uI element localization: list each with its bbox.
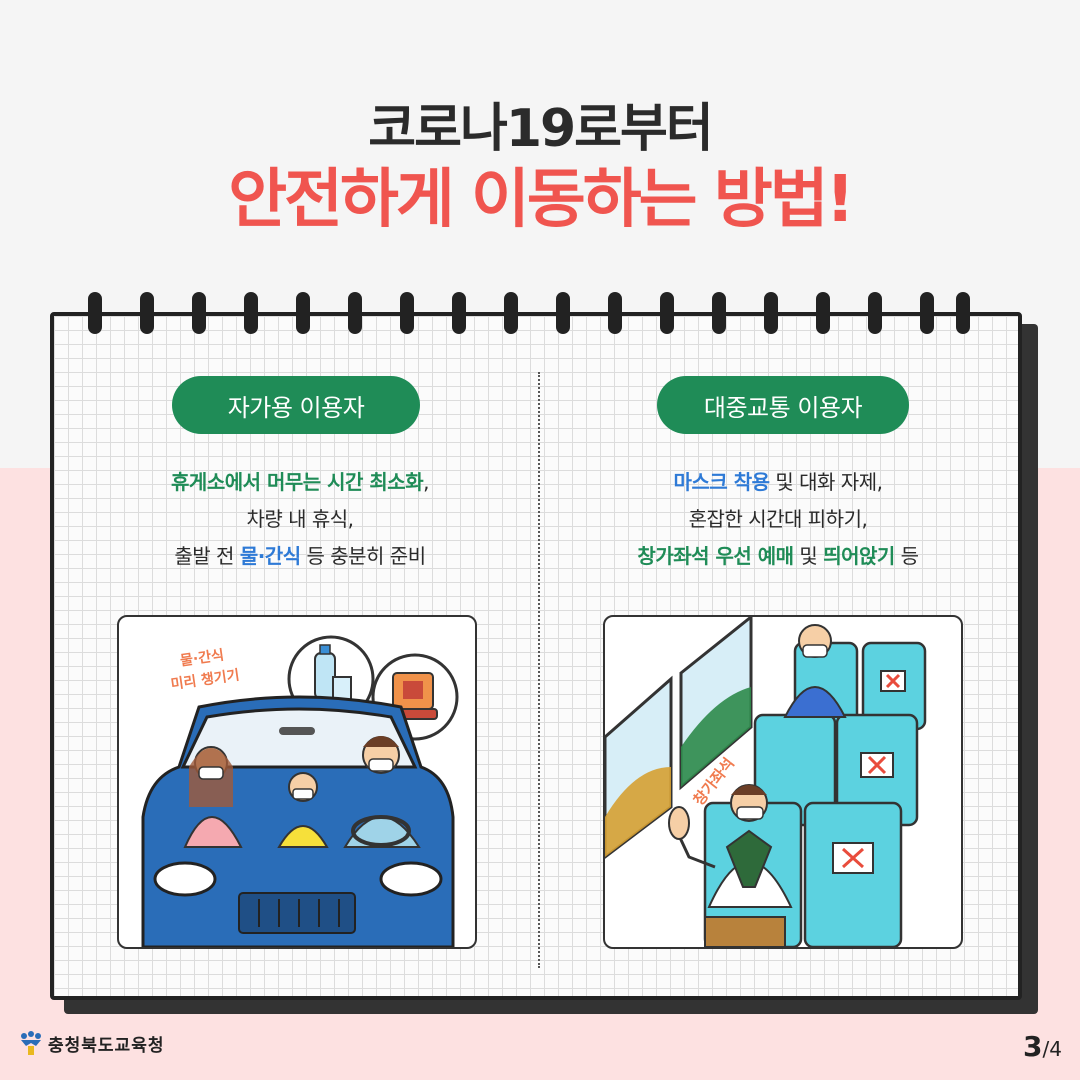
ring bbox=[452, 292, 466, 334]
ring bbox=[192, 292, 206, 334]
blocked-seat-mark bbox=[832, 842, 874, 874]
ring bbox=[712, 292, 726, 334]
ring bbox=[140, 292, 154, 334]
ring bbox=[920, 292, 934, 334]
steering-wheel bbox=[351, 815, 411, 847]
ring bbox=[956, 292, 970, 334]
ring bbox=[868, 292, 882, 334]
desc-line: 휴게소에서 머무는 시간 최소화, bbox=[80, 464, 520, 501]
title-line-1: 코로나19로부터 bbox=[368, 99, 713, 159]
highlight-text: 띄어앉기 bbox=[823, 544, 895, 568]
private-car-heading: 자가용 이용자 bbox=[172, 376, 420, 434]
blocked-seat-mark bbox=[860, 752, 894, 778]
desc-text: 출발 전 bbox=[174, 544, 240, 568]
page-indicator: 3/4 bbox=[1023, 1030, 1062, 1063]
ring bbox=[88, 292, 102, 334]
headlight bbox=[153, 861, 217, 897]
ring bbox=[400, 292, 414, 334]
desc-line: 창가좌석 우선 예매 및 띄어앉기 등 bbox=[558, 538, 998, 575]
public-transport-heading: 대중교통 이용자 bbox=[657, 376, 909, 434]
ring bbox=[556, 292, 570, 334]
desc-line: 혼잡한 시간대 피하기, bbox=[688, 507, 868, 531]
emblem-icon bbox=[21, 1031, 41, 1055]
ring bbox=[244, 292, 258, 334]
car-family-illustration: 물·간식 미리 챙기기 bbox=[117, 615, 477, 949]
highlight-text: 마스크 착용 bbox=[673, 470, 770, 494]
desc-text: 등 충분히 준비 bbox=[300, 544, 426, 568]
desc-text: 등 bbox=[894, 544, 919, 568]
highlight-text: 창가좌석 우선 예매 bbox=[637, 544, 794, 568]
desc-line: 차량 내 휴식, bbox=[246, 507, 354, 531]
ring bbox=[608, 292, 622, 334]
headlight bbox=[379, 861, 443, 897]
ring bbox=[348, 292, 362, 334]
notebook-rings bbox=[88, 292, 988, 336]
title-line-2: 안전하게 이동하는 방법! bbox=[228, 163, 855, 237]
desc-text: 및 bbox=[793, 544, 824, 568]
highlight-text: 물·간식 bbox=[239, 544, 301, 568]
highlight-text: 휴게소에서 머무는 시간 최소화 bbox=[171, 470, 424, 494]
ring bbox=[660, 292, 674, 334]
public-transport-description: 마스크 착용 및 대화 자제, 혼잡한 시간대 피하기, 창가좌석 우선 예매 … bbox=[558, 464, 998, 575]
ring bbox=[764, 292, 778, 334]
ring bbox=[816, 292, 830, 334]
ring bbox=[504, 292, 518, 334]
blocked-seat-mark bbox=[880, 670, 906, 692]
caption-prepare: 미리 챙기기 bbox=[170, 667, 241, 692]
caption-snacks: 물·간식 bbox=[179, 646, 225, 669]
ring bbox=[296, 292, 310, 334]
organization-name: 충청북도교육청 bbox=[48, 1035, 165, 1056]
private-car-description: 휴게소에서 머무는 시간 최소화, 차량 내 휴식, 출발 전 물·간식 등 충… bbox=[80, 464, 520, 575]
page-total: /4 bbox=[1042, 1037, 1062, 1061]
page-current: 3 bbox=[1023, 1030, 1043, 1063]
desc-line: 출발 전 물·간식 등 충분히 준비 bbox=[80, 538, 520, 575]
desc-text: 및 대화 자제, bbox=[769, 470, 883, 494]
car-grille bbox=[238, 892, 356, 934]
column-divider bbox=[538, 372, 540, 968]
education-office-logo: 충청북도교육청 bbox=[18, 1030, 164, 1056]
desc-text: , bbox=[423, 470, 429, 494]
car-windshield bbox=[180, 707, 418, 769]
bus-seat-illustration: 창가좌석 bbox=[603, 615, 963, 949]
desc-line: 마스크 착용 및 대화 자제, bbox=[558, 464, 998, 501]
bus-seat bbox=[803, 801, 903, 947]
